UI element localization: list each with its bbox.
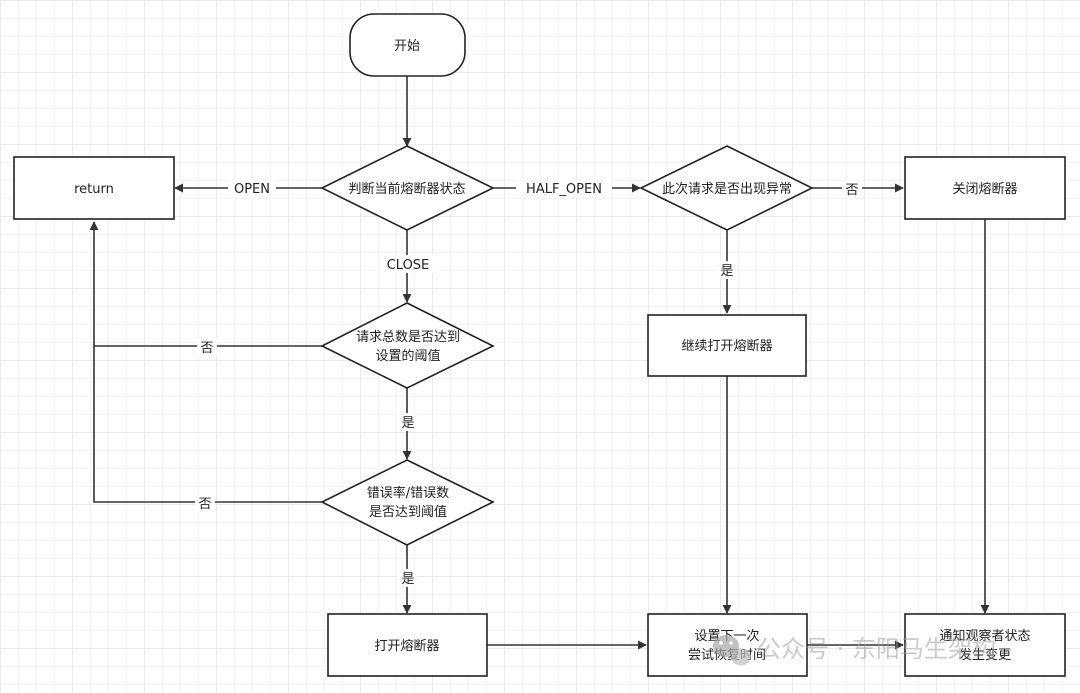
node-return-label: return: [74, 182, 114, 197]
node-check-state: 判断当前熔断器状态: [320, 145, 495, 231]
node-close-breaker: 关闭熔断器: [904, 156, 1066, 220]
node-error-check: 错误率/错误数 是否达到阈值: [320, 459, 495, 546]
node-half-open-check: 此次请求是否出现异常: [639, 145, 814, 231]
edge-label-no-1: 否: [845, 183, 858, 198]
edge-label-yes-1: 是: [720, 264, 733, 279]
node-open-breaker: 打开熔断器: [327, 613, 488, 677]
node-notify: 通知观察者状态 发生变更: [904, 613, 1066, 677]
edge-total-to-return: [89, 221, 322, 347]
node-keep-open-label: 继续打开熔断器: [681, 339, 772, 354]
node-notify-line-1: 通知观察者状态: [939, 628, 1030, 644]
wechat-icon: [713, 635, 751, 666]
node-start: 开始: [349, 13, 466, 77]
edge-label-half-open: HALF_OPEN: [526, 182, 602, 197]
node-error-check-line-2: 是否达到阈值: [369, 504, 447, 520]
node-error-check-line-1: 错误率/错误数: [367, 485, 449, 501]
node-start-label: 开始: [394, 39, 420, 54]
watermark: 公众号 · 东阳马生架构: [713, 635, 996, 666]
node-half-open-check-label: 此次请求是否出现异常: [662, 181, 792, 197]
edge-error-to-return: [93, 346, 322, 503]
edge-label-yes-3: 是: [401, 572, 414, 587]
node-keep-open: 继续打开熔断器: [647, 314, 807, 377]
node-total-check-line-1: 请求总数是否达到: [356, 330, 460, 345]
watermark-text: 公众号 · 东阳马生架构: [757, 635, 996, 663]
edge-label-yes-2: 是: [401, 416, 414, 431]
edge-label-no-3: 否: [198, 497, 211, 512]
edge-label-no-2: 否: [200, 341, 213, 356]
edge-label-open: OPEN: [234, 182, 270, 197]
node-total-check-line-2: 设置的阈值: [375, 348, 440, 364]
node-notify-line-2: 发生变更: [959, 647, 1011, 663]
node-close-breaker-label: 关闭熔断器: [952, 182, 1017, 197]
node-open-breaker-label: 打开熔断器: [374, 639, 439, 654]
node-check-state-label: 判断当前熔断器状态: [348, 181, 465, 197]
edge-label-close: CLOSE: [387, 258, 430, 273]
node-return: return: [13, 156, 175, 220]
node-total-check: 请求总数是否达到 设置的阈值: [320, 302, 495, 389]
